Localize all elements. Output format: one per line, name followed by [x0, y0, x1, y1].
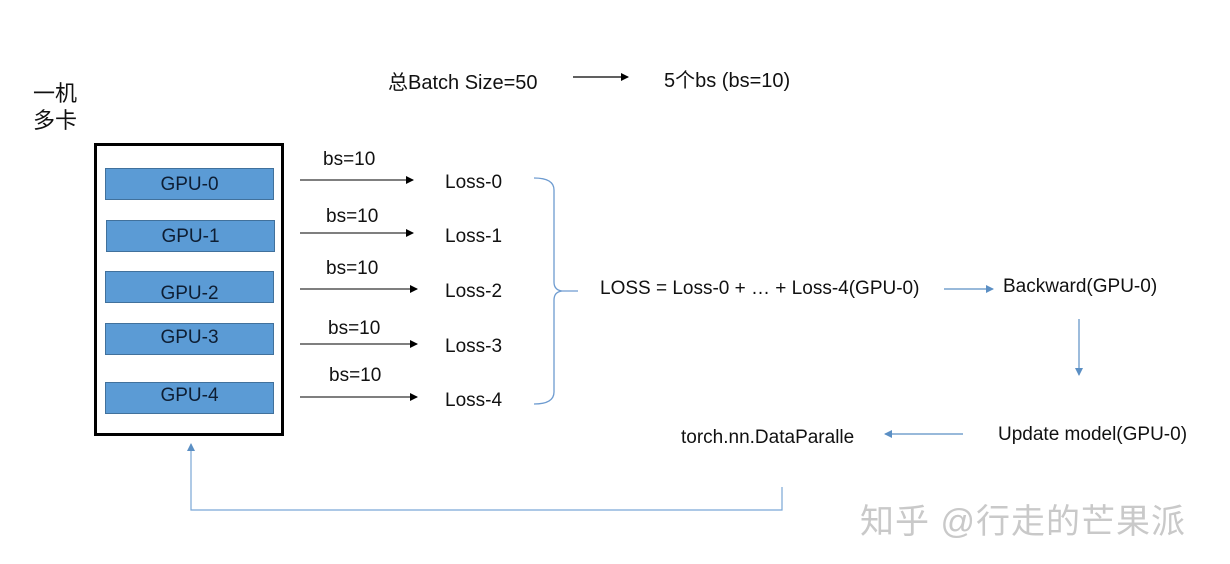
backward-label: Backward(GPU-0) — [1003, 276, 1158, 297]
gpu-4-block: GPU-4 — [105, 382, 274, 414]
loss-label-3: Loss-3 — [445, 336, 503, 357]
loss-sum-label: LOSS = Loss-0 + … + Loss-4(GPU-0) — [600, 278, 920, 299]
title-line-2: 多卡 — [33, 108, 78, 133]
loss-label-4: Loss-4 — [445, 390, 503, 411]
feedback-loop-arrow — [187, 443, 783, 511]
batch-split-label: 5个bs (bs=10) — [664, 70, 791, 92]
update-model-label: Update model(GPU-0) — [998, 424, 1188, 445]
data-parallel-label: torch.nn.DataParalle — [681, 427, 855, 448]
gpu-2-block: GPU-2 — [105, 271, 274, 304]
title-line-1: 一机 — [33, 81, 78, 106]
total-batch-label: 总Batch Size=50 — [388, 72, 538, 94]
loss-label-0: Loss-0 — [445, 172, 503, 193]
gpu-1-block: GPU-1 — [106, 220, 275, 252]
gpu-3-block: GPU-3 — [105, 323, 274, 355]
loss-label-2: Loss-2 — [445, 281, 503, 302]
bs-label-3: bs=10 — [328, 318, 381, 339]
sum-brace — [533, 177, 578, 405]
bs-label-4: bs=10 — [329, 365, 382, 386]
watermark: 知乎 @行走的芒果派 — [860, 503, 1186, 541]
bs-label-0: bs=10 — [323, 149, 376, 170]
bs-label-1: bs=10 — [326, 206, 379, 227]
title-label: 一机 多卡 — [33, 80, 77, 134]
loss-label-1: Loss-1 — [445, 226, 503, 247]
machine-box — [94, 143, 284, 436]
bs-label-2: bs=10 — [326, 258, 379, 279]
gpu-0-block: GPU-0 — [105, 168, 274, 200]
